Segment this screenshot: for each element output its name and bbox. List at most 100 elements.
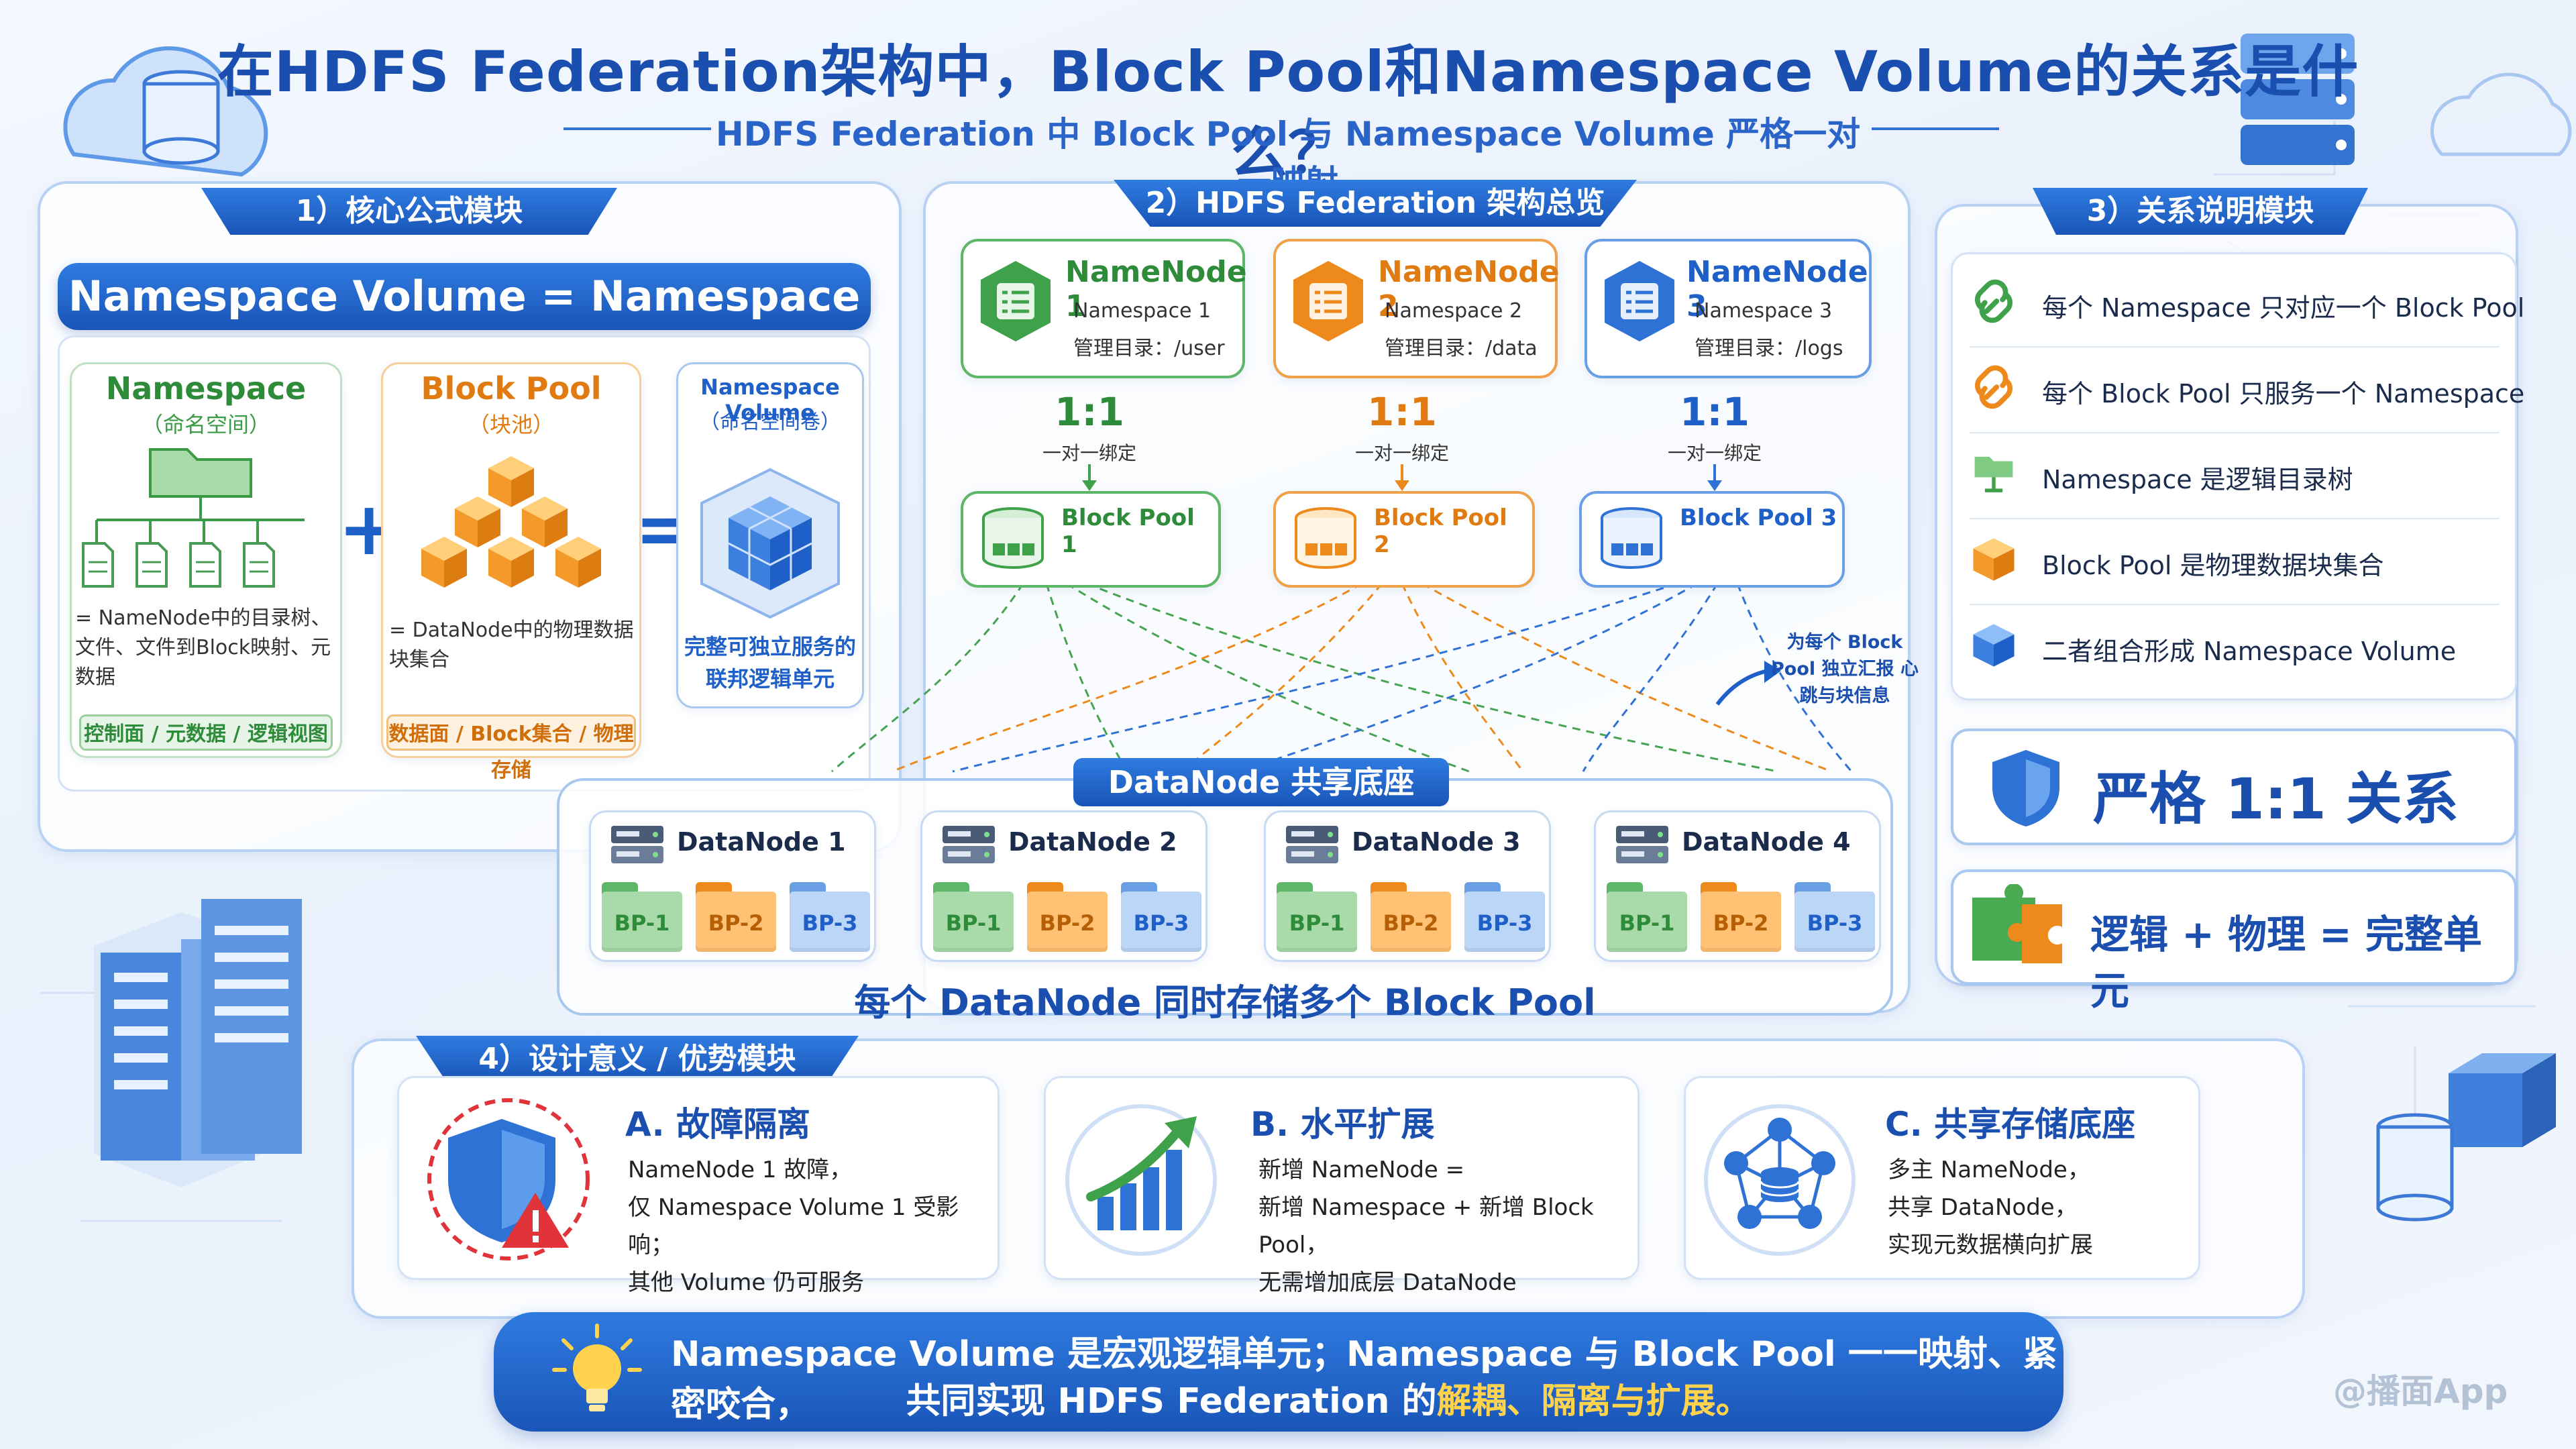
relation-item-1: 每个 Namespace 只对应一个 Block Pool: [1963, 263, 2524, 347]
directory-tree-icon: [82, 448, 305, 588]
cube-orange-icon: [1973, 538, 2015, 581]
bp-label: BP-2: [708, 910, 764, 936]
bp-label: BP-1: [1619, 910, 1675, 936]
datanode-3-title: DataNode 3: [1352, 827, 1521, 857]
bp-label: BP-3: [1133, 910, 1189, 936]
database-green-icon: [982, 507, 1044, 569]
bind-arrow-2: [1401, 464, 1403, 484]
strict-relation-text: 严格 1:1 关系: [2093, 766, 2459, 832]
namenode-2-dir: 管理目录：/data: [1385, 337, 1538, 360]
server-stack-icon: [2241, 34, 2355, 165]
datanode-footer: 每个 DataNode 同时存储多个 Block Pool: [854, 981, 1596, 1024]
folder-icon: [1607, 882, 1643, 894]
benefit-b-title: B. 水平扩展: [1250, 1105, 1435, 1144]
server-icon: [1286, 826, 1338, 863]
datanode-1-title: DataNode 1: [677, 827, 846, 857]
folder-body: [1121, 892, 1201, 952]
bind-arrow-1: [1088, 464, 1091, 484]
blue-cube-volume-icon: [700, 468, 840, 619]
arrow-down-icon: [1395, 480, 1409, 491]
bp-label: BP-1: [614, 910, 670, 936]
namespace-description: = NameNode中的目录树、文件、文件到Block映射、元数据: [75, 606, 331, 689]
folder-body: [1464, 892, 1545, 952]
namenode-3-title: NameNode 3: [1686, 255, 1868, 323]
bp-label: BP-2: [1713, 910, 1769, 936]
ratio-label-1: 1:1: [1055, 389, 1124, 435]
namenode-1-namespace: Namespace 1: [1073, 299, 1212, 323]
folder-body: [1607, 892, 1687, 952]
relation-item-2: 每个 Block Pool 只服务一个 Namespace: [1963, 349, 2524, 433]
folder-body: [1027, 892, 1108, 952]
blockpool-title: Block Pool: [421, 370, 602, 407]
blockpool-node-1-label: Block Pool 1: [1061, 504, 1195, 558]
server-icon: [1616, 826, 1668, 863]
folder-body: [790, 892, 870, 952]
bp-label: BP-2: [1383, 910, 1439, 936]
relation-item-text: Namespace 是逻辑目录树: [2042, 465, 2353, 494]
ratio-label-2: 1:1: [1367, 389, 1437, 435]
bp-folder-2: BP-2: [696, 882, 776, 952]
relation-item-text: 二者组合形成 Namespace Volume: [2042, 637, 2457, 666]
growth-chart-icon: [1065, 1104, 1217, 1256]
benefit-a-text: NameNode 1 故障，仅 Namespace Volume 1 受影响；其…: [628, 1157, 959, 1296]
blockpool-node-2-label: Block Pool 2: [1374, 504, 1507, 558]
folder-icon: [790, 882, 826, 894]
blockpool-description: = DataNode中的物理数据块集合: [389, 619, 634, 672]
blockpool-subtitle: （块池）: [468, 412, 554, 437]
server-rack-icon: [94, 899, 302, 1187]
arrow-down-icon: [1082, 480, 1097, 491]
bp-folder-2: BP-2: [1027, 882, 1108, 952]
puzzle-icon: [1972, 884, 2062, 963]
summary-highlight: 解耦、隔离与扩展。: [1436, 1381, 1751, 1421]
network-hub-icon: [1704, 1104, 1856, 1256]
folder-icon: [1371, 882, 1407, 894]
bp-folder-1: BP-1: [933, 882, 1014, 952]
folder-tree-icon: [1974, 456, 2013, 492]
bind-label-2: 一对一绑定: [1354, 442, 1449, 464]
namenode-icon: [1605, 261, 1674, 341]
folder-body: [602, 892, 682, 952]
divider: [1970, 432, 2500, 433]
bp-label: BP-3: [1477, 910, 1533, 936]
datanode-4-title: DataNode 4: [1682, 827, 1851, 857]
summary-line-2-prefix: 共同实现 HDFS Federation 的: [906, 1381, 1437, 1421]
watermark: @播面App: [2333, 1372, 2508, 1411]
folder-icon: [1794, 882, 1831, 894]
server-icon: [943, 826, 995, 863]
folder-body: [1794, 892, 1875, 952]
bind-label-1: 一对一绑定: [1042, 442, 1136, 464]
namenode-1-title: NameNode 1: [1065, 255, 1247, 323]
bind-label-3: 一对一绑定: [1667, 442, 1762, 464]
summary-banner: [494, 1312, 2063, 1432]
divider: [1970, 604, 2500, 605]
lightbulb-icon: [552, 1324, 642, 1411]
bp-label: BP-3: [802, 910, 858, 936]
datanode-card-1[interactable]: DataNode 1 BP-1 BP-2 BP-3: [589, 810, 876, 962]
database-blue-icon: [1601, 507, 1662, 569]
bp-label: BP-2: [1039, 910, 1095, 936]
folder-icon: [602, 882, 638, 894]
blockpool-node-3-label: Block Pool 3: [1680, 504, 1837, 531]
bp-folder-1: BP-1: [1607, 882, 1687, 952]
namespace-title: Namespace: [105, 370, 307, 407]
folder-icon: [1121, 882, 1157, 894]
volume-title: Namespace Volume: [700, 374, 840, 425]
cloud-database-icon: [63, 46, 268, 177]
folder-icon: [1277, 882, 1313, 894]
bind-arrow-3: [1713, 464, 1716, 484]
link-icon: [1974, 279, 2013, 323]
divider: [1970, 346, 2500, 347]
folder-icon: [933, 882, 969, 894]
folder-body: [696, 892, 776, 952]
page-title: 在HDFS Federation架构中，Block Pool和Namespace…: [217, 39, 2359, 186]
section4-ribbon: 4）设计意义 / 优势模块: [416, 1036, 859, 1083]
link-orange-icon: [1974, 365, 2013, 409]
bp-folder-3: BP-3: [1464, 882, 1545, 952]
shield-icon: [1992, 750, 2059, 826]
folder-body: [1277, 892, 1357, 952]
ratio-label-3: 1:1: [1680, 389, 1750, 435]
folder-body: [1701, 892, 1781, 952]
